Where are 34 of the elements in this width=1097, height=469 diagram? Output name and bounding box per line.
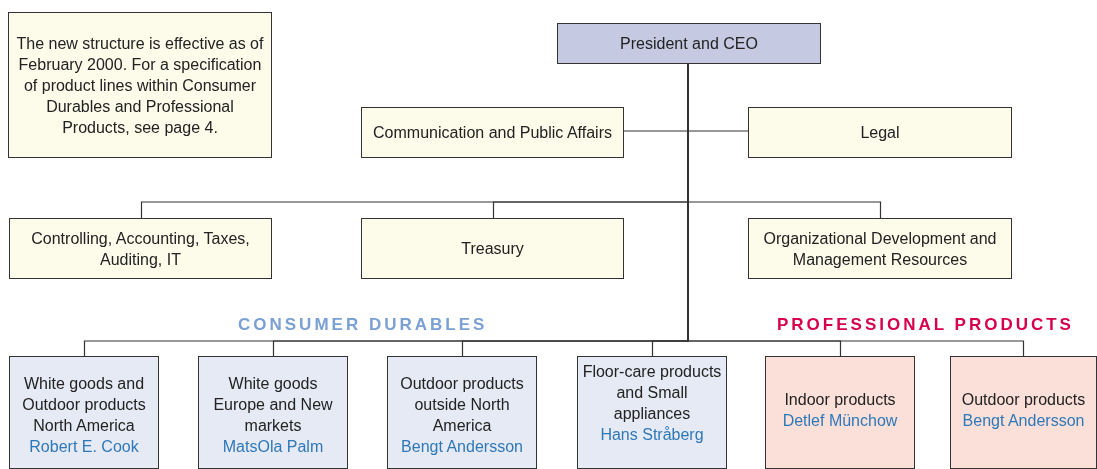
manager-name: Hans Stråberg <box>600 425 704 445</box>
division-heading: PROFESSIONAL PRODUCTS <box>777 315 1074 335</box>
org-unit-box <box>9 356 159 469</box>
unit-title: Controlling, Accounting, Taxes, Auditing, IT <box>30 228 251 270</box>
org-unit-box <box>361 218 624 279</box>
org-unit-box <box>557 23 821 64</box>
division-heading: CONSUMER DURABLES <box>238 315 488 335</box>
manager-name: MatsOla Palm <box>222 437 324 457</box>
org-unit-box <box>950 356 1097 469</box>
org-unit-box <box>387 356 537 469</box>
unit-title: Organizational Development and Management Resources <box>762 228 998 270</box>
unit-title: White goods and Outdoor products North America <box>21 374 147 436</box>
org-unit-box <box>361 107 624 158</box>
org-unit-box <box>577 356 727 469</box>
note-text: The new structure is effective as of February 2000. For a specification of product lines within Consumer Durables and Professional Products, see page 4. <box>15 33 265 138</box>
unit-title: Communication and Public Affairs <box>373 123 612 143</box>
org-unit-box <box>9 218 272 279</box>
org-unit-box <box>748 218 1012 279</box>
unit-title: Indoor products <box>784 389 896 410</box>
unit-title: Floor-care products and Small appliances <box>581 362 723 424</box>
unit-title: Outdoor products outside North America <box>399 374 525 436</box>
org-unit-box <box>765 356 915 469</box>
org-unit-box <box>748 107 1012 158</box>
unit-title: President and CEO <box>620 34 758 54</box>
manager-name: Bengt Andersson <box>401 437 523 457</box>
note-box <box>8 12 272 158</box>
org-unit-box <box>198 356 348 469</box>
manager-name: Robert E. Cook <box>29 437 139 457</box>
manager-name: Detlef Münchow <box>782 410 898 431</box>
unit-title: White goods Europe and New markets <box>212 374 334 436</box>
manager-name: Bengt Andersson <box>962 410 1085 431</box>
unit-title: Legal <box>860 123 900 143</box>
unit-title: Treasury <box>461 239 524 259</box>
unit-title: Outdoor products <box>961 389 1086 410</box>
